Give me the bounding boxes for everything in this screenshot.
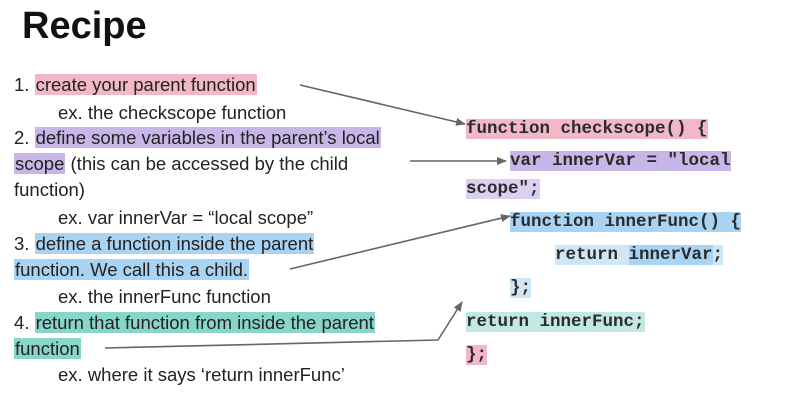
step-3-line-2: function. We call this a child. (14, 257, 250, 282)
step-2: 2. define some variables in the parent’s… (14, 125, 381, 150)
code-var-declaration-a: var innerVar = "local (510, 151, 731, 171)
code-return-semicolon: ; (712, 245, 724, 265)
step-1-text: create your parent function (34, 74, 257, 95)
step-4: 4. return that function from inside the … (14, 310, 375, 335)
step-3-example: ex. the innerFunc function (58, 286, 271, 307)
step-4-line-2: function (14, 336, 81, 361)
step-4-example: ex. where it says ‘return innerFunc’ (58, 364, 345, 385)
step-3-number: 3. (14, 233, 30, 254)
step-3: 3. define a function inside the parent (14, 231, 315, 256)
code-line-2: var innerVar = "local (510, 149, 731, 173)
code-line-2-cont: scope"; (466, 177, 540, 201)
code-line-5: }; (510, 276, 532, 300)
step-2-example: ex. var innerVar = “local scope” (58, 207, 314, 228)
step-2-line-2: scope (this can be accessed by the child (14, 151, 348, 176)
step-1: 1. create your parent function (14, 72, 257, 97)
code-function-declaration: function checkscope() { (466, 119, 708, 139)
code-return-keyword: return (555, 245, 629, 265)
code-line-6: return innerFunc; (466, 310, 645, 334)
step-4-text-a: return that function from inside the par… (34, 312, 375, 333)
step-3-text-b: function. We call this a child. (14, 259, 250, 280)
code-inner-close: }; (510, 278, 532, 298)
code-var-declaration-b: scope"; (466, 179, 540, 199)
step-2-number: 2. (14, 127, 30, 148)
code-return-var: innerVar (628, 245, 713, 265)
step-2-text-a: define some variables in the parent’s lo… (34, 127, 381, 148)
code-line-4: return innerVar; (555, 243, 724, 267)
code-line-3: function innerFunc() { (510, 210, 742, 234)
step-4-text-b: function (14, 338, 81, 359)
arrow-step-3 (289, 214, 511, 270)
step-2-text-b: scope (14, 153, 66, 174)
page-title: Recipe (22, 5, 147, 47)
step-2-rest: (this can be accessed by the child (65, 153, 349, 174)
code-outer-close: }; (466, 345, 488, 365)
step-1-example: ex. the checkscope function (58, 102, 287, 123)
code-line-7: }; (466, 343, 488, 367)
code-line-1: function checkscope() { (466, 117, 708, 141)
step-4-number: 4. (14, 312, 30, 333)
code-return-inner: return innerFunc; (466, 312, 645, 332)
step-3-text-a: define a function inside the parent (34, 233, 315, 254)
code-inner-function: function innerFunc() { (510, 212, 742, 232)
arrow-step-1 (299, 84, 466, 126)
step-2-continuation: function) (14, 179, 85, 200)
arrow-step-4 (104, 301, 463, 349)
step-1-number: 1. (14, 74, 30, 95)
